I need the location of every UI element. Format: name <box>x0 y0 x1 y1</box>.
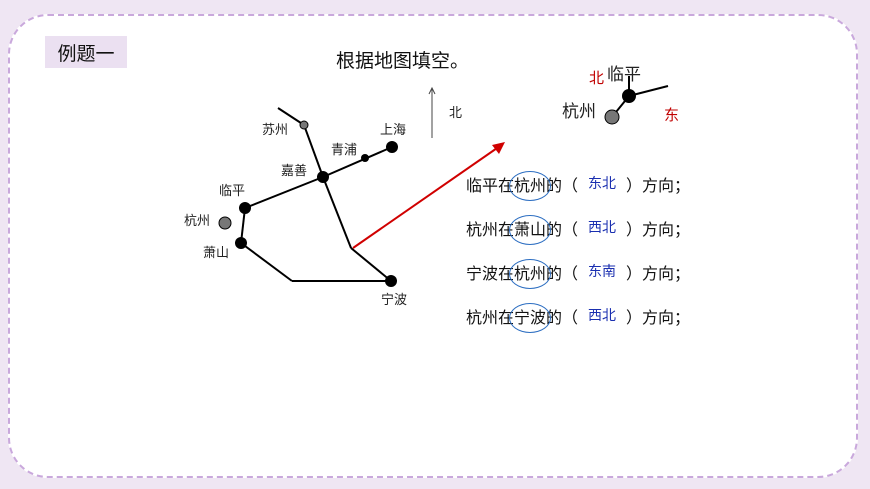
question-text: ）方向； <box>626 220 691 239</box>
page-title: 根据地图填空。 <box>336 50 470 72</box>
label-suzhou: 苏州 <box>262 123 289 138</box>
ningbo-dot <box>385 275 397 287</box>
label-xiaoshan: 萧山 <box>203 246 230 261</box>
inset-north-label: 北 <box>589 69 605 87</box>
xiaoshan-dot <box>235 237 247 249</box>
answer-text: 西北 <box>588 308 617 324</box>
inset-linping-label: 临平 <box>607 65 641 85</box>
question-row: 宁波在杭州的（ 东南 ）方向； <box>466 259 691 289</box>
suzhou-dot <box>299 120 309 130</box>
question-row: 杭州在萧山的（ 西北 ）方向； <box>466 215 691 245</box>
question-text: 杭州在 <box>466 308 515 327</box>
label-linping: 临平 <box>219 184 246 199</box>
question-text: 的（ <box>546 176 579 195</box>
question-text: 临平在 <box>466 176 515 195</box>
linping-dot <box>239 202 251 214</box>
pointer-arrow <box>352 145 501 249</box>
route-line <box>277 107 305 126</box>
answer-text: 东北 <box>588 176 617 192</box>
label-shanghai: 上海 <box>380 123 407 138</box>
route-line <box>244 176 324 209</box>
route-line <box>350 247 392 282</box>
circled-place: 杭州 <box>509 259 552 289</box>
question-text: ）方向； <box>626 308 691 327</box>
compass-north-label: 北 <box>449 106 463 121</box>
route-line <box>322 146 393 178</box>
label-jiashan: 嘉善 <box>281 164 308 179</box>
jiashan-dot <box>317 171 329 183</box>
qingpu-dot <box>361 154 369 162</box>
circled-place: 萧山 <box>509 215 552 245</box>
inset-hangzhou-label: 杭州 <box>562 102 596 122</box>
question-text: 的（ <box>546 308 579 327</box>
question-text: ）方向； <box>626 264 691 283</box>
question-text: ）方向； <box>626 176 691 195</box>
inset-hangzhou-dot <box>604 109 620 125</box>
circled-place: 宁波 <box>509 303 552 333</box>
pointer-arrow-head <box>492 142 505 154</box>
route-line <box>303 124 324 178</box>
slide-card <box>8 14 858 478</box>
answer-text: 东南 <box>588 264 617 280</box>
shanghai-dot <box>386 141 398 153</box>
question-text: 宁波在 <box>466 264 515 283</box>
label-qingpu: 青浦 <box>331 143 358 158</box>
hangzhou-dot <box>218 216 232 230</box>
inset-linping-dot <box>622 89 636 103</box>
question-row: 临平在杭州的（ 东北 ）方向； <box>466 171 691 201</box>
question-text: 的（ <box>546 220 579 239</box>
inset-east-label: 东 <box>664 106 680 124</box>
question-text: 杭州在 <box>466 220 515 239</box>
circled-place: 杭州 <box>509 171 552 201</box>
route-line <box>240 242 293 282</box>
example-tag: 例题一 <box>45 36 127 68</box>
question-text: 的（ <box>546 264 579 283</box>
label-ningbo: 宁波 <box>381 293 408 308</box>
question-row: 杭州在宁波的（ 西北 ）方向； <box>466 303 691 333</box>
label-hangzhou: 杭州 <box>184 214 211 229</box>
route-line <box>322 176 352 249</box>
answer-text: 西北 <box>588 220 617 236</box>
